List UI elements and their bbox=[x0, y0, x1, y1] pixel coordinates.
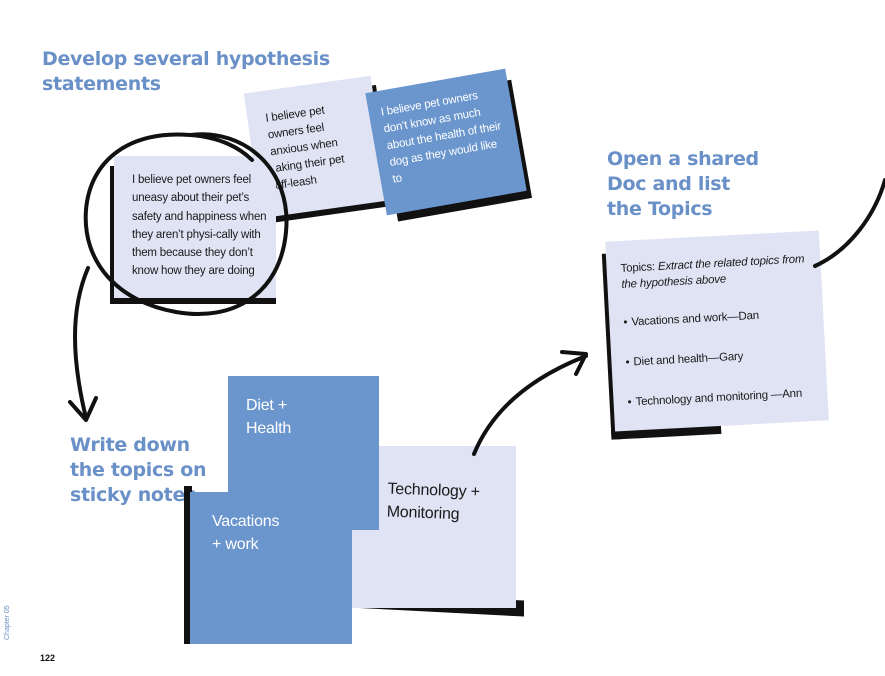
heading-line: Develop several hypothesis bbox=[42, 48, 330, 70]
heading-develop-hypotheses: Develop several hypothesis statements bbox=[42, 47, 330, 97]
heading-line: the Topics bbox=[607, 198, 713, 220]
arrow-down-head-icon bbox=[68, 396, 98, 422]
heading-line: Open a shared bbox=[607, 148, 759, 170]
page-number: 122 bbox=[40, 653, 56, 663]
topic-item: Diet and health—Gary bbox=[625, 345, 816, 371]
arrow-up-stroke bbox=[472, 354, 588, 456]
hypothesis-text: I believe pet owners feel uneasy about t… bbox=[132, 174, 267, 278]
topic-item: Vacations and work—Dan bbox=[623, 305, 814, 331]
hypothesis-note-main: I believe pet owners feel uneasy about t… bbox=[110, 156, 276, 304]
curve-continue-stroke bbox=[813, 178, 885, 268]
heading-line: the topics on bbox=[70, 459, 207, 481]
arrow-down-stroke bbox=[73, 266, 90, 420]
heading-line: Doc and list bbox=[607, 173, 731, 195]
arrow-up-head-icon bbox=[560, 350, 588, 376]
sticky-vacations-work: Vacations + work bbox=[184, 486, 352, 644]
heading-line: sticky notes bbox=[70, 484, 197, 506]
heading-write-topics: Write down the topics on sticky notes bbox=[70, 433, 207, 508]
topic-list: Vacations and work—Dan Diet and health—G… bbox=[623, 305, 818, 411]
sticky-text: Diet + Health bbox=[246, 397, 292, 437]
heading-open-shared-doc: Open a shared Doc and list the Topics bbox=[607, 147, 759, 222]
sticky-text: Vacations + work bbox=[212, 513, 280, 553]
hypothesis-note-health: I believe pet owners don’t know as much … bbox=[365, 68, 533, 222]
chapter-label: Chapter 05 bbox=[4, 605, 11, 640]
heading-line: Write down bbox=[70, 434, 190, 456]
topics-label: Topics: bbox=[620, 261, 656, 275]
heading-line: statements bbox=[42, 73, 161, 95]
topics-instruction: Topics: Extract the related topics from … bbox=[620, 251, 811, 293]
topics-document: Topics: Extract the related topics from … bbox=[601, 230, 829, 440]
